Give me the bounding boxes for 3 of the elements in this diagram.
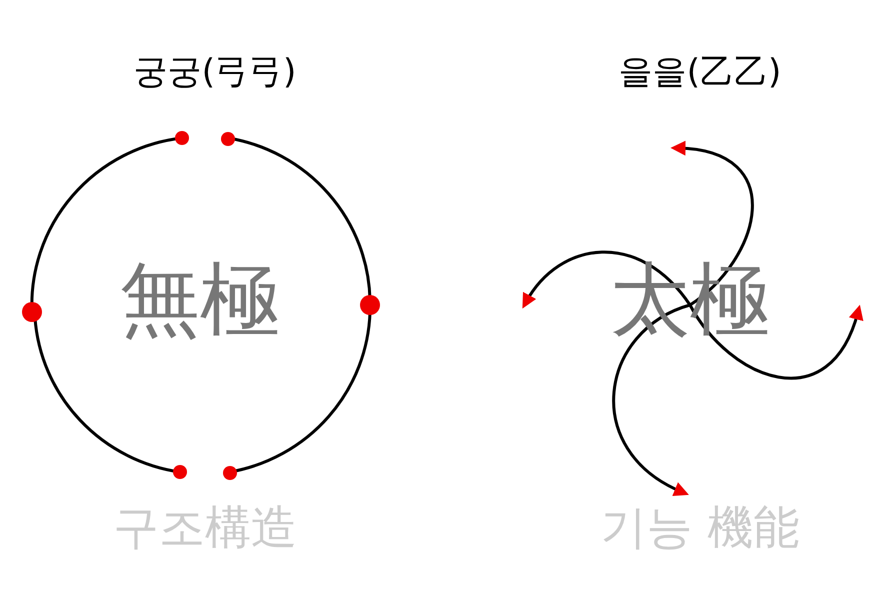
title-label: 을을(乙乙)	[618, 55, 782, 89]
center-label: 無極	[120, 260, 280, 340]
title-label: 궁궁(弓弓)	[134, 55, 296, 89]
